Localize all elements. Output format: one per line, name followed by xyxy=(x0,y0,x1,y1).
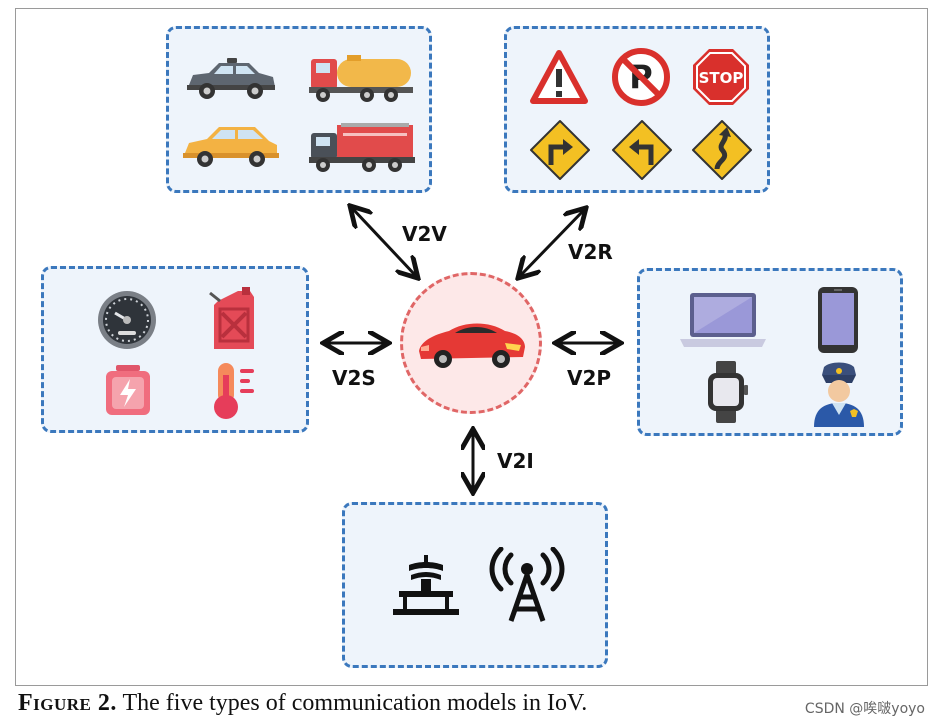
warning-sign-icon xyxy=(530,50,588,104)
roadside-unit-icon xyxy=(393,555,459,615)
v2p-label: V2P xyxy=(567,366,612,390)
smartwatch-icon xyxy=(708,361,748,423)
vehicles-group xyxy=(166,26,432,193)
thermometer-icon xyxy=(214,363,254,419)
antenna-tower-icon xyxy=(489,547,565,622)
v2v-arrow xyxy=(352,208,416,276)
laptop-icon xyxy=(680,293,766,347)
turn-right-sign-icon xyxy=(530,120,590,180)
sensors-group xyxy=(41,266,309,433)
v2r-arrow xyxy=(520,210,584,276)
infrastructure-group xyxy=(342,502,608,668)
fire-truck-icon xyxy=(309,123,415,172)
no-parking-sign-icon: P xyxy=(612,48,670,106)
stop-sign-text: STOP xyxy=(699,69,744,87)
speedometer-icon xyxy=(98,291,156,349)
v2i-label: V2I xyxy=(497,449,534,473)
v2s-label: V2S xyxy=(332,366,376,390)
caption-text: The five types of communication models i… xyxy=(116,690,588,716)
stop-sign-icon: STOP xyxy=(693,49,749,105)
pedestrian-devices-group xyxy=(637,268,903,436)
figure-caption: Figure 2. The five types of communicatio… xyxy=(18,690,587,717)
center-vehicle-node xyxy=(400,272,542,414)
police-officer-icon xyxy=(814,362,864,427)
smartphone-icon xyxy=(818,287,858,353)
tanker-truck-icon xyxy=(309,55,413,102)
turn-left-sign-icon xyxy=(612,120,672,180)
hatchback-car-icon xyxy=(183,127,279,167)
v2v-label: V2V xyxy=(402,222,447,246)
sports-car-icon xyxy=(419,323,525,368)
road-signs-group: P STOP xyxy=(504,26,770,193)
winding-road-sign-icon xyxy=(692,120,752,180)
figure-label: Figure 2. xyxy=(18,690,117,716)
battery-icon xyxy=(106,365,150,415)
fuel-can-icon xyxy=(209,287,254,349)
watermark: CSDN @唉啵yoyo xyxy=(804,701,925,717)
v2r-label: V2R xyxy=(568,240,613,264)
police-car-icon xyxy=(187,58,275,99)
